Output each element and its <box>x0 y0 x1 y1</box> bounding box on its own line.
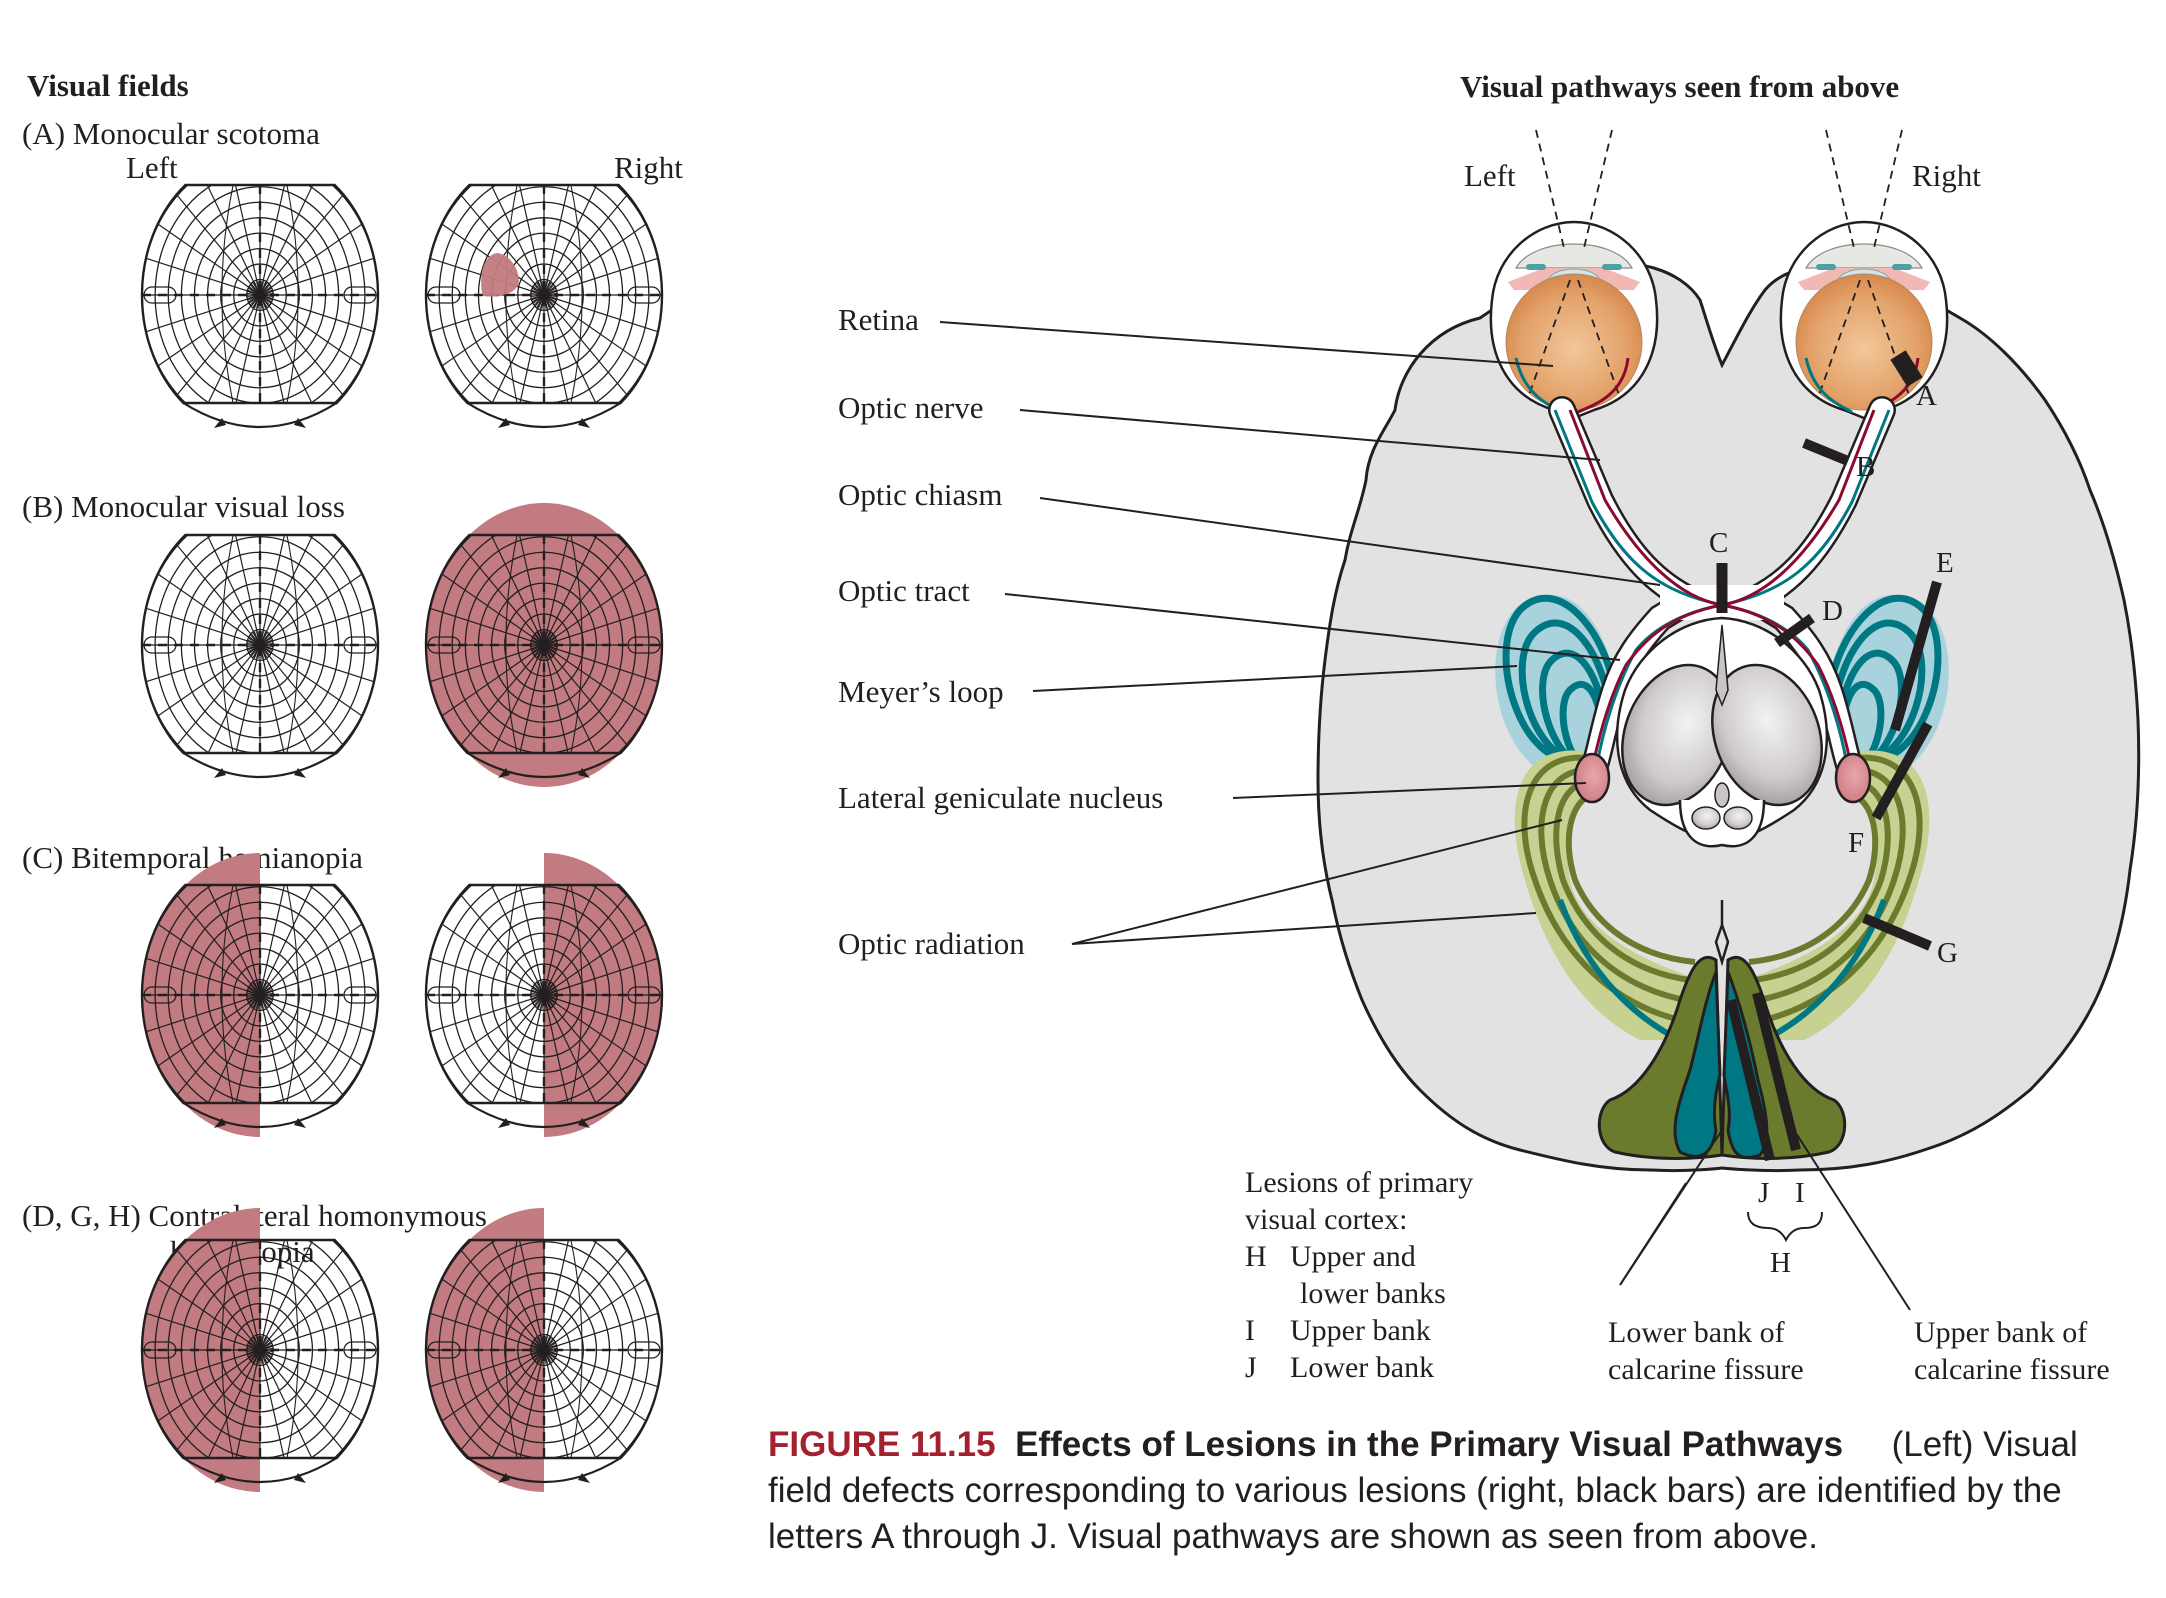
row-c-label: (C) Bitemporal hemianopia <box>22 840 363 875</box>
cortex-legend-h-letter: H <box>1245 1240 1267 1273</box>
cortex-legend-heading-2: visual cortex: <box>1245 1203 1407 1236</box>
lesion-bar-b <box>1802 438 1850 466</box>
left-eye-label: Left <box>126 150 178 185</box>
visual-field-2-right <box>424 853 664 1137</box>
caption-body-1: (Left) Visual <box>1891 1425 2078 1464</box>
label-meyers-loop: Meyer’s loop <box>838 674 1004 709</box>
lesion-label-d: D <box>1822 595 1843 627</box>
h-brace <box>1747 1211 1823 1243</box>
visual-fields-title: Visual fields <box>27 68 189 103</box>
lesion-label-f: F <box>1848 827 1864 859</box>
eye-left <box>1489 129 1659 420</box>
figure-caption: FIGURE 11.15 Effects of Lesions in the P… <box>768 1422 2166 1560</box>
cortex-legend-i-text: Upper bank <box>1290 1314 1431 1347</box>
lesion-label-h: H <box>1770 1247 1791 1279</box>
label-optic-chiasm: Optic chiasm <box>838 477 1002 512</box>
caption-line-1: FIGURE 11.15 Effects of Lesions in the P… <box>768 1422 2166 1468</box>
label-optic-tract: Optic tract <box>838 573 970 608</box>
lesion-label-i: I <box>1795 1177 1805 1209</box>
occipital-midline <box>1714 900 1730 967</box>
visual-field-1-right <box>424 503 664 787</box>
lesion-label-j: J <box>1758 1177 1769 1209</box>
lesion-bar-g <box>1862 913 1932 951</box>
label-optic-nerve: Optic nerve <box>838 390 983 425</box>
lesion-bar-f <box>1871 721 1933 821</box>
lesion-bars <box>1716 350 1942 1162</box>
visual-field-0-right <box>424 183 664 429</box>
label-retina: Retina <box>838 302 919 337</box>
caption-title: Effects of Lesions in the Primary Visual… <box>1015 1425 1844 1464</box>
right-eye-label: Right <box>614 150 683 185</box>
caption-body-2: field defects corresponding to various l… <box>768 1471 2062 1510</box>
scotoma <box>481 253 519 297</box>
lesion-bar-d <box>1774 613 1815 648</box>
lesion-bar-a <box>1890 350 1923 387</box>
label-optic-radiation: Optic radiation <box>838 926 1025 961</box>
lower-bank-label-1: Lower bank of <box>1608 1316 1785 1349</box>
eyes <box>1489 129 1949 420</box>
lesion-bar-e <box>1890 580 1942 732</box>
cortex-left-teal <box>1673 971 1722 1158</box>
caption-figure-number: FIGURE 11.15 <box>768 1425 996 1464</box>
lesion-bar-i <box>1752 991 1801 1152</box>
cortex-legend-heading-1: Lesions of primary <box>1245 1166 1473 1199</box>
lesion-label-e: E <box>1936 547 1954 579</box>
optic-pathway <box>1548 396 1896 779</box>
lgn-left <box>1573 752 1611 804</box>
cortex-legend-j-letter: J <box>1245 1351 1257 1384</box>
visual-field-2-left <box>140 853 380 1137</box>
cortex-legend-h-text2: lower banks <box>1300 1277 1446 1310</box>
cortex-legend-j-text: Lower bank <box>1290 1351 1434 1384</box>
thalamus <box>1616 616 1828 848</box>
brain-labels: Visual pathways seen from above Left Rig… <box>838 69 2110 1386</box>
leader-lines <box>939 321 1911 1311</box>
lesion-bar-j <box>1726 998 1775 1162</box>
upper-bank-label-2: calcarine fissure <box>1914 1353 2110 1386</box>
lgn-right <box>1834 752 1872 804</box>
upper-bank-label-1: Upper bank of <box>1914 1316 2087 1349</box>
visual-field-3-right <box>424 1208 664 1492</box>
lesion-label-a: A <box>1916 380 1937 412</box>
label-lgn: Lateral geniculate nucleus <box>838 780 1163 815</box>
cortex-legend-h-text: Upper and <box>1290 1240 1416 1273</box>
visual-field-1-left <box>140 533 380 779</box>
pathways-title: Visual pathways seen from above <box>1460 69 1899 104</box>
cortex-legend-i-letter: I <box>1245 1314 1255 1347</box>
visual-field-3-left <box>140 1208 380 1492</box>
pathway-right-label: Right <box>1912 158 1981 193</box>
optic-radiation-left <box>1514 750 1700 1043</box>
lower-bank-label-2: calcarine fissure <box>1608 1353 1804 1386</box>
visual-field-diagrams <box>140 183 664 1492</box>
pathway-left-label: Left <box>1464 158 1516 193</box>
lesion-label-c: C <box>1709 527 1728 559</box>
visual-field-0-left <box>140 183 380 429</box>
lesion-label-g: G <box>1937 937 1958 969</box>
caption-body-3: letters A through J. Visual pathways are… <box>768 1517 1818 1556</box>
row-b-label: (B) Monocular visual loss <box>22 489 345 524</box>
row-a-label: (A) Monocular scotoma <box>22 116 320 151</box>
brain-diagram <box>939 129 2141 1311</box>
lesion-label-b: B <box>1856 451 1875 483</box>
